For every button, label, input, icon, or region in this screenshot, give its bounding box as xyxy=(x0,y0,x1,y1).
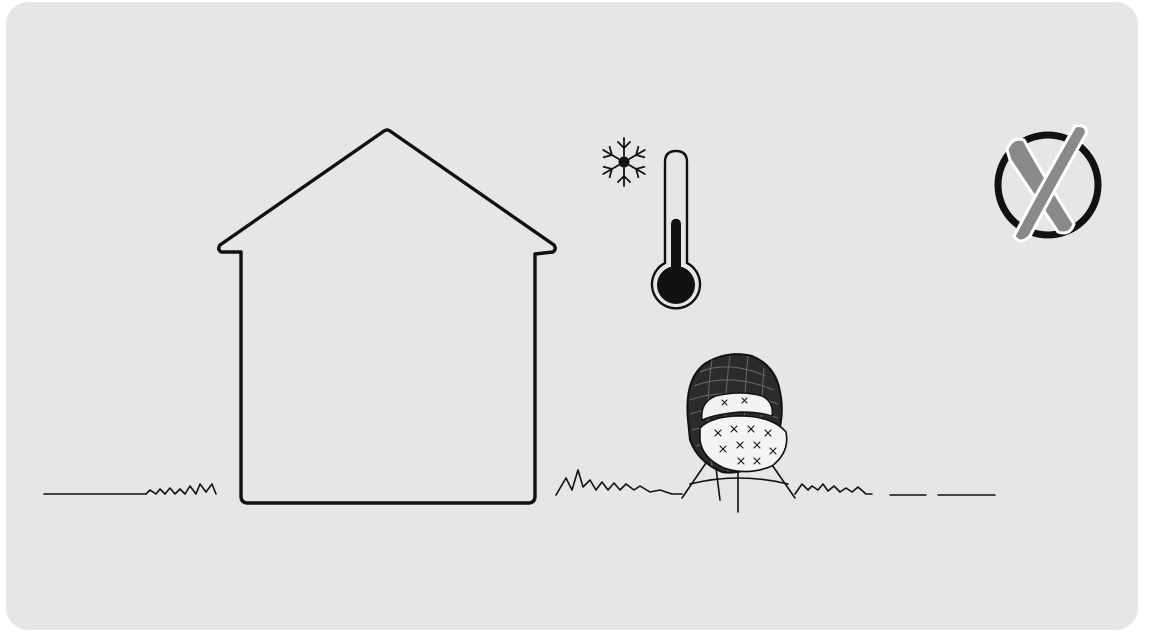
cross-mark-icon xyxy=(998,126,1098,241)
egg-chair xyxy=(682,354,795,512)
snowflake-icon xyxy=(600,138,648,186)
thermometer-icon xyxy=(652,151,700,308)
thermometer-fill xyxy=(671,219,681,288)
grass-line xyxy=(44,470,995,495)
house-outline xyxy=(219,130,556,503)
